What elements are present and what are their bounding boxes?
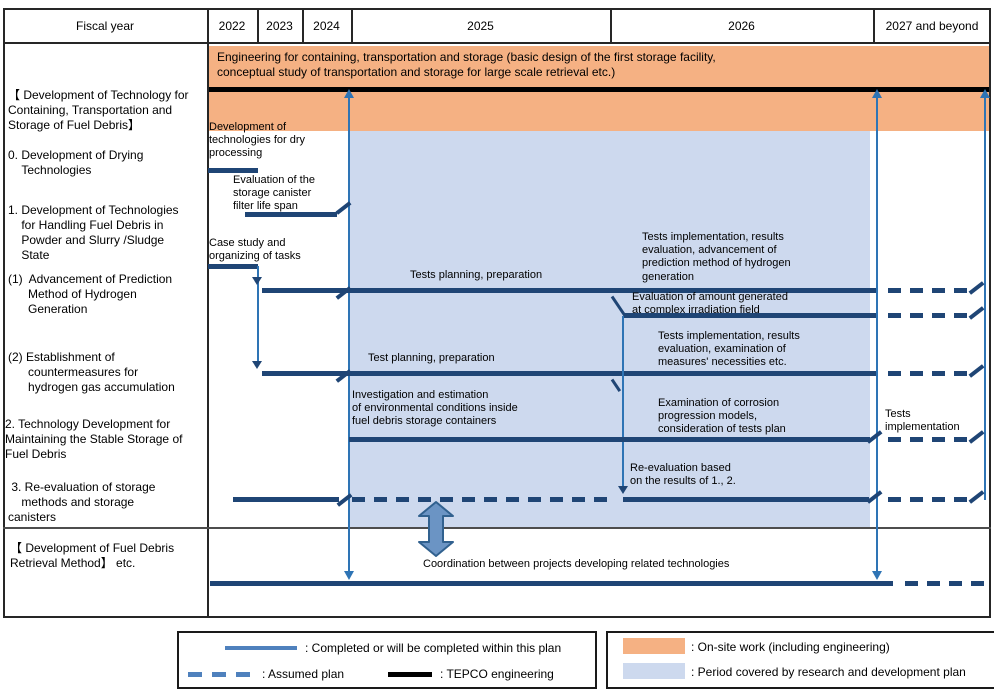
connector-arrowhead-1 bbox=[252, 277, 262, 285]
period-line-2025 bbox=[348, 95, 350, 577]
bar-reevaluation-early bbox=[233, 497, 339, 502]
slant-dash-tests-planning bbox=[968, 281, 985, 295]
year-header-2024: 2024 bbox=[313, 19, 340, 33]
year-header-2025: 2025 bbox=[467, 19, 494, 33]
rd-period-region bbox=[349, 131, 870, 527]
tests-impl-hydrogen-label: Tests implementation, results evaluation… bbox=[642, 231, 791, 283]
legend-completed-label: : Completed or will be completed within … bbox=[305, 641, 562, 655]
period-line-2027 bbox=[876, 95, 878, 577]
bar-stable-storage bbox=[349, 437, 870, 442]
connector-case-study-down bbox=[257, 266, 259, 365]
left-item-3-reevaluation: 3. Re-evaluation of storage methods and … bbox=[8, 480, 156, 524]
dash-test-planning-2027 bbox=[888, 371, 970, 376]
left-item-0-drying: 0. Development of Drying Technologies bbox=[8, 148, 144, 177]
arrow-up-2025 bbox=[344, 89, 354, 98]
arrow-up-2027 bbox=[872, 89, 882, 98]
bar-coordination bbox=[210, 581, 893, 586]
onsite-band-label: Engineering for containing, transportati… bbox=[217, 50, 716, 79]
dash-eval-amount-2027 bbox=[888, 313, 970, 318]
bar-case-study bbox=[208, 264, 258, 269]
legend-tepco-line-swatch bbox=[388, 672, 432, 677]
left-bottom-retrieval-method: 【 Development of Fuel Debris Retrieval M… bbox=[10, 541, 175, 570]
legend-period-swatch bbox=[623, 663, 685, 679]
year-header-2027: 2027 and beyond bbox=[885, 19, 979, 33]
investigation-label: Investigation and estimation of environm… bbox=[352, 389, 518, 428]
coordination-label: Coordination between projects developing… bbox=[423, 558, 730, 570]
corrosion-label: Examination of corrosion progression mod… bbox=[658, 397, 786, 436]
year-divider-2026-2027 bbox=[873, 8, 875, 44]
tests-impl-measures-label: Tests implementation, results evaluation… bbox=[658, 330, 800, 369]
test-planning-label: Test planning, preparation bbox=[368, 352, 495, 364]
bar-test-planning bbox=[262, 371, 876, 376]
legend-assumed-label: : Assumed plan bbox=[262, 667, 345, 681]
connector-arrowhead-2 bbox=[252, 361, 262, 369]
left-item-1-2-countermeasures: (2) Establishment of countermeasures for… bbox=[8, 350, 175, 394]
dash-reevaluation-mid bbox=[352, 497, 616, 502]
legend-solid-line-swatch bbox=[225, 646, 297, 650]
legend-lines-box bbox=[177, 631, 597, 689]
filter-life-label: Evaluation of the storage canister filte… bbox=[233, 174, 315, 213]
table-border-top bbox=[3, 8, 991, 10]
connector-to-reevaluation bbox=[622, 316, 624, 488]
arrow-down-2025 bbox=[344, 571, 354, 580]
year-divider-2025-2026 bbox=[610, 8, 612, 44]
legend-dashed-line-swatch bbox=[188, 672, 254, 677]
dash-tests-planning-2027 bbox=[888, 288, 970, 293]
dash-reevaluation-2027 bbox=[888, 497, 970, 502]
table-border-left bbox=[3, 8, 5, 618]
left-item-1-1-hydrogen-prediction: (1) Advancement of Prediction Method of … bbox=[8, 272, 173, 316]
year-header-2026: 2026 bbox=[728, 19, 755, 33]
bar-tests-planning bbox=[262, 288, 876, 293]
connector-arrowhead-reevaluation bbox=[618, 486, 628, 494]
legend-tepco-label: : TEPCO engineering bbox=[440, 667, 554, 681]
year-divider-2022-2023 bbox=[257, 8, 259, 44]
left-item-1-handling: 1. Development of Technologies for Handl… bbox=[8, 203, 179, 262]
dry-processing-label: Development of technologies for dry proc… bbox=[209, 121, 305, 160]
tests-implementation-label: Tests implementation bbox=[885, 408, 960, 434]
arrow-up-right-edge bbox=[980, 89, 990, 98]
tepco-engineering-line bbox=[207, 87, 991, 92]
reevaluation-label: Re-evaluation based on the results of 1.… bbox=[630, 462, 736, 488]
period-line-right-edge bbox=[984, 95, 986, 500]
year-header-2022: 2022 bbox=[218, 19, 246, 33]
case-study-label: Case study and organizing of tasks bbox=[209, 237, 301, 263]
dash-stable-storage-2027 bbox=[888, 437, 970, 442]
left-title-containing-transport-storage: 【 Development of Technology for Containi… bbox=[8, 88, 189, 132]
year-header-2023: 2023 bbox=[266, 19, 293, 33]
legend-areas-box bbox=[606, 631, 994, 689]
dash-coordination-2027 bbox=[905, 581, 985, 586]
coordination-double-arrow bbox=[418, 501, 454, 557]
section-divider bbox=[3, 527, 991, 529]
legend-period-label: : Period covered by research and develop… bbox=[691, 665, 966, 679]
table-border-bottom bbox=[3, 616, 991, 618]
slant-dash-reevaluation bbox=[968, 490, 985, 504]
arrow-down-2027 bbox=[872, 571, 882, 580]
header-bottom-line bbox=[3, 42, 991, 44]
left-item-2-stable-storage: 2. Technology Development for Maintainin… bbox=[5, 417, 183, 461]
slant-dash-test-planning bbox=[968, 364, 985, 378]
year-divider-2023-2024 bbox=[302, 8, 304, 44]
legend-onsite-label: : On-site work (including engineering) bbox=[691, 640, 890, 654]
tests-planning-label: Tests planning, preparation bbox=[410, 269, 543, 281]
table-border-right bbox=[989, 8, 991, 618]
bar-dry-processing bbox=[208, 168, 258, 173]
year-divider-2024-2025 bbox=[351, 8, 353, 44]
slant-dash-eval-amount bbox=[968, 306, 985, 320]
legend-onsite-swatch bbox=[623, 638, 685, 654]
bar-eval-amount bbox=[624, 313, 876, 318]
fiscal-year-header: Fiscal year bbox=[75, 19, 134, 33]
bar-filter-life bbox=[245, 212, 337, 217]
left-column-divider bbox=[207, 8, 209, 618]
bar-reevaluation-2026 bbox=[623, 497, 869, 502]
